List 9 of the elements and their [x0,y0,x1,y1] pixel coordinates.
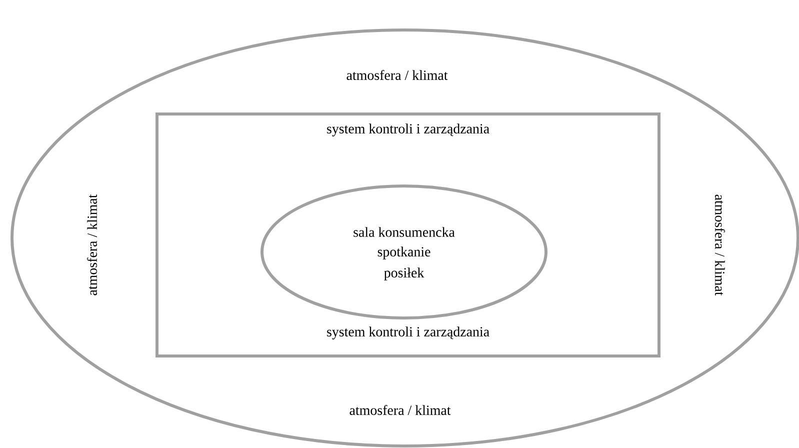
label: atmosfera / klimat [87,194,97,296]
label: posiłek [384,268,424,280]
label: system kontroli i zarządzania [327,124,490,136]
label: sala konsumencka [354,227,455,237]
label: atmosfera / klimat [350,405,451,415]
label: atmosfera / klimat [346,70,448,80]
label: spotkanie [378,246,430,260]
label: atmosfera / klimat [715,194,725,296]
label: system kontroli i zarządzania [327,326,490,340]
